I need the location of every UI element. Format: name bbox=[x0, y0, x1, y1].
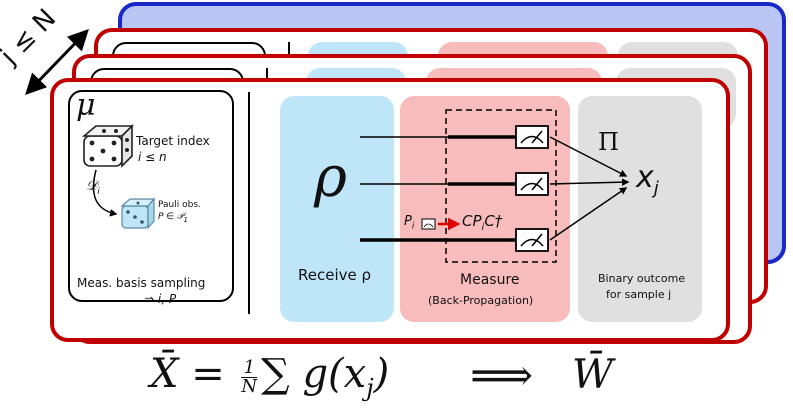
sampling-title: Meas. basis sampling bbox=[77, 276, 206, 290]
mu-symbol: μ bbox=[76, 88, 96, 123]
frac-num: 1 bbox=[241, 358, 258, 378]
witness-symbol: W̄ bbox=[572, 352, 614, 398]
outcome-symbol: xj bbox=[636, 160, 659, 199]
outcome-arrow-3 bbox=[549, 187, 628, 241]
outcome-arrow-1 bbox=[549, 136, 628, 177]
outcome-arrow-2 bbox=[549, 178, 630, 186]
measure-sublabel: (Back-Propagation) bbox=[428, 294, 534, 307]
projector-symbol: Π bbox=[598, 128, 619, 156]
panel-divider bbox=[248, 92, 250, 314]
conjugated-label: CPiC† bbox=[462, 212, 503, 233]
sampling-arrow bbox=[92, 169, 118, 217]
pauli-obs-label: Pauli obs. bbox=[158, 200, 201, 210]
outcome-label-line2: for sample j bbox=[606, 288, 672, 301]
outcome-label-line1: Binary outcome bbox=[598, 272, 686, 285]
distribution-label: 𝒟i bbox=[86, 178, 100, 197]
backprop-dashed-box bbox=[445, 109, 557, 263]
target-index-label: Target index bbox=[136, 134, 210, 148]
measure-label: Measure bbox=[460, 272, 520, 288]
small-meter-icon bbox=[421, 218, 436, 230]
meter-icon bbox=[515, 228, 549, 252]
rho-symbol: ρ bbox=[314, 145, 347, 210]
dice-icon bbox=[81, 124, 134, 168]
dice-blue-icon bbox=[120, 197, 156, 230]
target-index-cond: i ≤ n bbox=[138, 150, 167, 164]
stack-arrow bbox=[25, 28, 89, 96]
pauli-obs-cond: P ∈ 𝒫1 bbox=[158, 212, 188, 224]
meter-icon bbox=[515, 125, 549, 149]
sampling-result: ⇒ i, P bbox=[144, 292, 177, 306]
frac-den: N bbox=[241, 375, 258, 397]
pauli-label: Pi bbox=[404, 214, 415, 232]
implies-symbol: ⟹ bbox=[470, 350, 534, 401]
receive-label: Receive ρ bbox=[298, 266, 372, 284]
meter-icon bbox=[515, 172, 549, 196]
outcome-panel bbox=[578, 96, 702, 322]
receive-panel bbox=[280, 96, 394, 322]
